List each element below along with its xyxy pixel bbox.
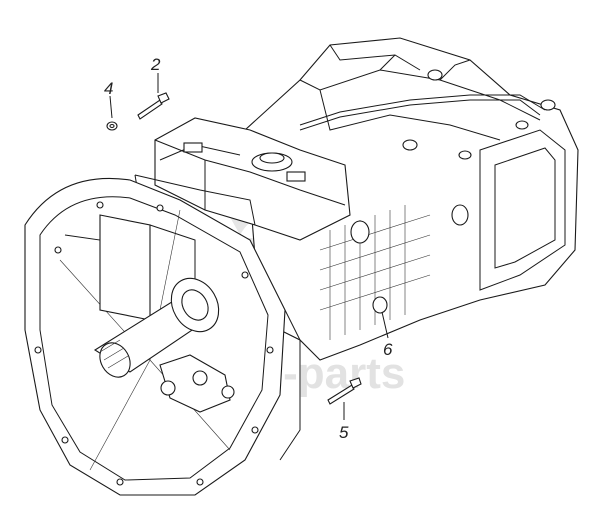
callout-4: 4 <box>104 79 113 98</box>
part-4-washer <box>106 95 118 131</box>
part-2-bolt <box>137 73 170 120</box>
flange-bolts <box>34 201 274 486</box>
gearbox-housing <box>244 37 579 361</box>
housing-ribs <box>319 205 431 340</box>
callout-5: 5 <box>339 423 349 442</box>
callout-6: 6 <box>383 340 393 359</box>
callout-2: 2 <box>150 55 161 74</box>
shift-cover <box>134 117 351 241</box>
part-5-bolt <box>327 377 362 420</box>
part-6-leader <box>381 311 389 339</box>
release-lever <box>159 354 235 413</box>
input-shaft <box>93 277 220 378</box>
